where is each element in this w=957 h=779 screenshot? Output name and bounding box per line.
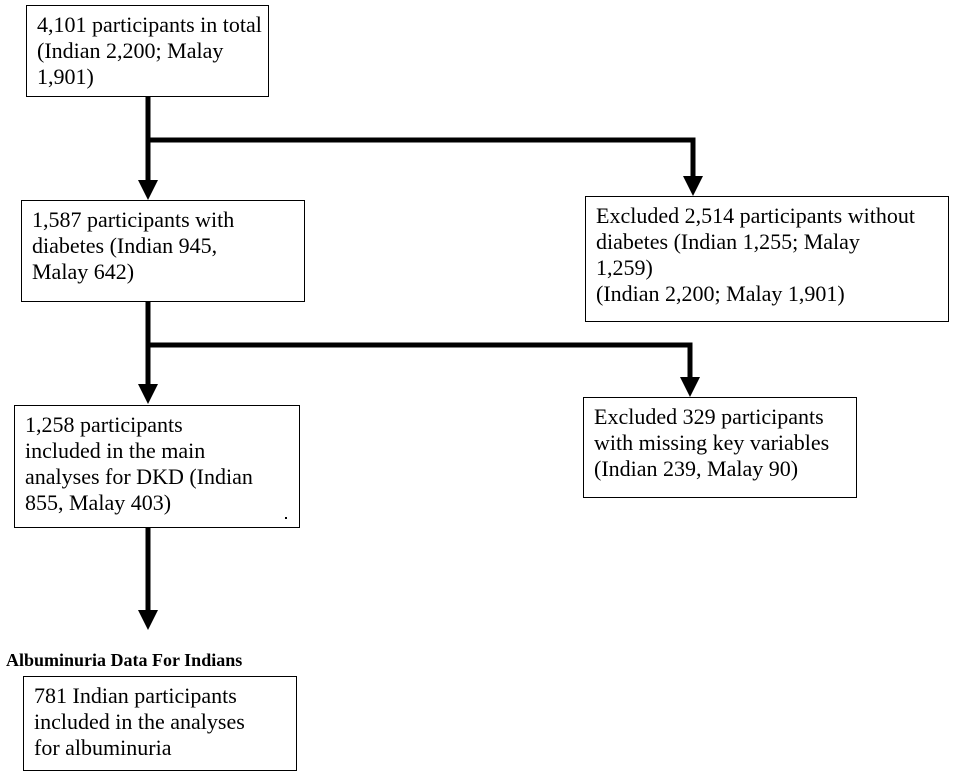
arrow-diabetes-to-excluded-missing — [148, 342, 700, 397]
box-excluded-no-diabetes-line-4: (Indian 2,200; Malay 1,901) — [596, 281, 845, 306]
box-diabetes-line-2: diabetes (Indian 945, — [32, 233, 218, 258]
box-main-analyses-line-1: 1,258 participants — [25, 412, 183, 437]
stray-dot-mark — [285, 517, 287, 519]
box-albuminuria-participants: 781 Indian participants included in the … — [23, 676, 297, 771]
box-participants-with-diabetes: 1,587 participants with diabetes (Indian… — [21, 200, 305, 302]
section-heading-albuminuria: Albuminuria Data For Indians — [6, 650, 243, 670]
box-albuminuria-line-3: for albuminuria — [34, 735, 172, 760]
arrow-total-to-excluded-no-diabetes — [148, 137, 703, 196]
box-excluded-no-diabetes-line-2: diabetes (Indian 1,255; Malay — [596, 229, 860, 254]
box-excluded-without-diabetes: Excluded 2,514 participants without diab… — [585, 196, 949, 322]
box-main-analyses-line-3: analyses for DKD (Indian — [25, 464, 253, 489]
box-excluded-missing-line-3: (Indian 239, Malay 90) — [594, 456, 799, 481]
box-total-line-2: (Indian 2,200; Malay — [37, 38, 224, 63]
box-excluded-no-diabetes-line-3: 1,259) — [596, 255, 653, 280]
box-excluded-missing-variables: Excluded 329 participants with missing k… — [583, 397, 857, 498]
box-albuminuria-line-2: included in the analyses — [34, 709, 245, 734]
box-main-analyses-line-4: 855, Malay 403) — [25, 490, 172, 515]
box-total-participants: 4,101 participants in total (Indian 2,20… — [26, 5, 269, 97]
box-diabetes-line-3: Malay 642) — [32, 259, 135, 284]
box-excluded-missing-line-1: Excluded 329 participants — [594, 404, 824, 429]
box-main-analyses-dkd: 1,258 participants included in the main … — [14, 405, 300, 528]
box-main-analyses-line-2: included in the main — [25, 438, 206, 463]
box-diabetes-line-1: 1,587 participants with — [32, 207, 235, 232]
box-excluded-missing-line-2: with missing key variables — [594, 430, 830, 455]
box-total-line-3: 1,901) — [37, 64, 94, 89]
box-total-line-1: 4,101 participants in total — [37, 12, 262, 37]
box-excluded-no-diabetes-line-1: Excluded 2,514 participants without — [596, 203, 915, 228]
box-albuminuria-line-1: 781 Indian participants — [34, 683, 237, 708]
